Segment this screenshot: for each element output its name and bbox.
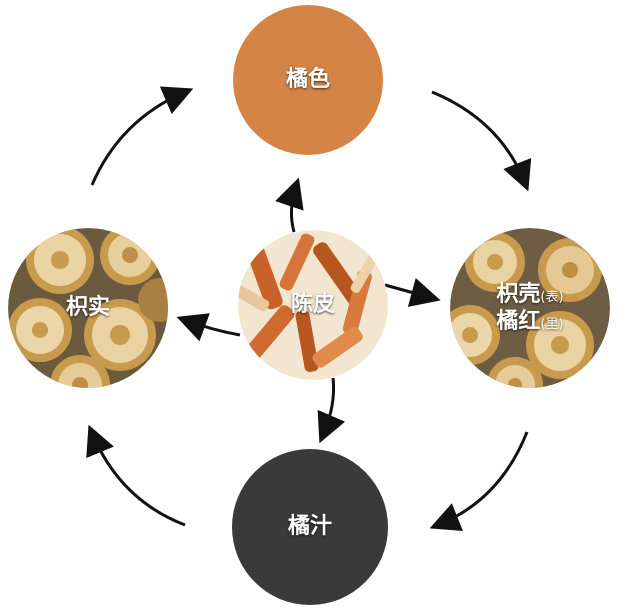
node-top-label: 橘色 [285,67,330,93]
node-bottom-circle [232,449,388,605]
arrow-top-to-right [431,90,532,192]
node-center-image [238,230,388,380]
node-right-line1-note: (表) [540,289,564,305]
node-top: 橘色 [233,5,383,155]
node-left-image [8,228,168,388]
arrow-right-to-bottom [429,431,529,532]
node-right-line2-note: (里) [540,317,564,332]
arrow-bottom-to-left [86,424,186,527]
node-right: 枳壳(表) 橘红(里) [450,228,610,388]
node-bottom-label: 橘汁 [287,514,332,540]
node-center-label: 陈皮 [290,292,335,318]
arrow-center-to-right [384,278,441,307]
node-center: 陈皮 [238,230,388,380]
node-right-line2: 橘红(里) [496,308,563,336]
node-right-image [450,228,610,388]
node-right-line2-text: 橘红 [496,309,541,334]
node-bottom: 橘汁 [232,449,388,605]
node-left: 枳实 [8,228,168,388]
node-right-line1: 枳壳(表) [496,281,563,309]
arrow-left-to-top [90,86,194,186]
node-right-line1-text: 枳壳 [496,281,541,307]
arrow-center-to-bottom [317,377,346,444]
arrow-center-to-top [275,177,304,233]
node-left-label: 枳实 [65,295,110,321]
node-top-circle [233,5,383,155]
arrow-center-to-left [176,313,241,342]
